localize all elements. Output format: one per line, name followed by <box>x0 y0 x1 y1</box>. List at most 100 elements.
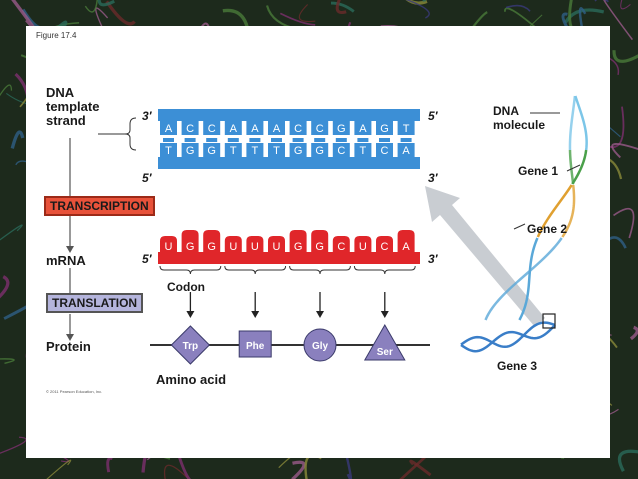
dna-top-base-tile <box>181 121 199 135</box>
texture-stroke <box>422 0 427 2</box>
dna-top-base-tile <box>224 121 242 135</box>
dna-bottom-base-letter: T <box>252 145 259 157</box>
dna-bottom-base-tile <box>332 143 350 157</box>
mrna-base-letter: G <box>294 241 303 253</box>
dna-bottom-base-tile <box>397 143 415 157</box>
dna-top-base-peg <box>249 138 261 142</box>
amino-acid-label: Gly <box>312 341 329 352</box>
zoom-arrow <box>425 186 545 327</box>
helix-strand <box>484 237 563 321</box>
gene1-leader <box>566 164 581 172</box>
flow-arrow-1 <box>66 246 74 253</box>
texture-stroke <box>0 224 23 241</box>
dna-top-base-letter: A <box>251 123 259 135</box>
mrna-base-letter: G <box>315 241 324 253</box>
helix-strand <box>571 149 588 185</box>
codon-brace <box>289 265 351 275</box>
mrna-base-letter: A <box>402 241 410 253</box>
dna-bottom-base-tile <box>160 143 177 157</box>
mrna-base-tile <box>354 236 372 252</box>
dna-bottom-backbone <box>158 157 420 169</box>
texture-stroke <box>406 0 430 19</box>
mrna-label: mRNA <box>46 253 86 268</box>
helix-strand <box>568 95 577 151</box>
dna-top-right-end: 5′ <box>428 109 438 123</box>
dna-bottom-base-tile <box>354 143 372 157</box>
mrna-base-letter: U <box>273 241 281 253</box>
dna-bottom-base-letter: T <box>165 145 172 157</box>
dna-top-base-letter: A <box>165 123 173 135</box>
dna-top-base-peg <box>184 138 196 142</box>
mrna-base-tile <box>311 230 329 252</box>
dna-template-strand-label: DNA template strand <box>46 86 99 128</box>
mrna-base-letter: G <box>207 241 216 253</box>
dna-top-base-tile <box>397 121 415 135</box>
dna-bottom-base-tile <box>203 143 221 157</box>
gene2-label: Gene 2 <box>527 222 568 236</box>
dna-top-base-tile <box>376 121 393 135</box>
amino-acid-triangle <box>363 323 406 361</box>
dna-top-base-tile <box>203 121 221 135</box>
texture-stroke <box>279 12 316 26</box>
amino-acid-label: Ser <box>377 347 393 358</box>
dna-top-base-letter: T <box>403 123 410 135</box>
mrna-base-tile <box>332 236 350 252</box>
amino-acid-label: Phe <box>246 341 265 352</box>
helix-strand <box>460 321 556 349</box>
mrna-backbone <box>158 252 420 264</box>
codon-arrowhead <box>316 311 324 318</box>
texture-stroke <box>105 0 136 26</box>
codon-arrowhead <box>251 311 260 318</box>
dna-top-base-tile <box>268 121 285 135</box>
dna-top-base-tile <box>160 121 177 135</box>
dna-bottom-base-tile <box>246 143 264 157</box>
mrna-base-tile <box>246 236 264 252</box>
figure-label: Figure 17.4 <box>36 31 77 40</box>
amino-acid-label: Trp <box>183 341 199 352</box>
dna-top-base-letter: C <box>294 123 302 135</box>
mrna-base-tile <box>203 230 221 252</box>
dna-top-base-peg <box>271 138 282 142</box>
texture-stroke <box>505 4 531 12</box>
texture-stroke <box>603 0 633 41</box>
codon-brace <box>159 265 222 275</box>
helix-strand <box>568 149 575 185</box>
codon-arrows <box>186 292 389 318</box>
mrna-base-tile <box>181 230 199 252</box>
dna-top-base-letter: A <box>230 123 238 135</box>
texture-stroke <box>0 275 10 299</box>
mrna-right-end: 3′ <box>428 252 438 266</box>
template-bracket <box>124 117 137 151</box>
texture-stroke <box>617 449 638 472</box>
texture-stroke <box>291 460 306 479</box>
dna-molecule-label: DNA molecule <box>493 104 545 132</box>
texture-stroke <box>0 436 27 454</box>
codon-arrowhead <box>380 311 389 318</box>
dna-bottom-base-letter: G <box>294 145 303 157</box>
amino-acid-diamond <box>170 325 211 365</box>
gene2-leader <box>513 223 526 230</box>
dna-bottom-base-tile <box>289 143 307 157</box>
transcription-step: TRANSCRIPTION <box>44 196 155 216</box>
helix-strand <box>561 184 576 238</box>
dna-top-base-tile <box>311 121 329 135</box>
texture-stroke <box>10 130 25 149</box>
dna-bottom-base-tile <box>311 143 329 157</box>
dna-bottom-base-letter: T <box>273 145 280 157</box>
dna-top-base-letter: C <box>208 123 216 135</box>
dna-top-base-letter: G <box>337 123 346 135</box>
gene-highlight-box <box>542 313 556 329</box>
mrna-base-tile <box>289 230 307 252</box>
dna-template-strand-line-2: template <box>46 99 100 114</box>
mrna-base-letter: U <box>165 241 173 253</box>
amino-acid-label: Amino acid <box>156 372 227 387</box>
dna-top-base-tile <box>246 121 264 135</box>
codon-arrowhead <box>186 311 195 318</box>
dna-top-base-letter: A <box>273 123 281 135</box>
dna-top-base-peg <box>400 138 412 142</box>
gene3-label: Gene 3 <box>497 359 538 373</box>
dna-top-base-peg <box>379 138 390 142</box>
dna-template-strand-line-1: DNA <box>46 85 75 100</box>
texture-stroke <box>97 0 115 7</box>
